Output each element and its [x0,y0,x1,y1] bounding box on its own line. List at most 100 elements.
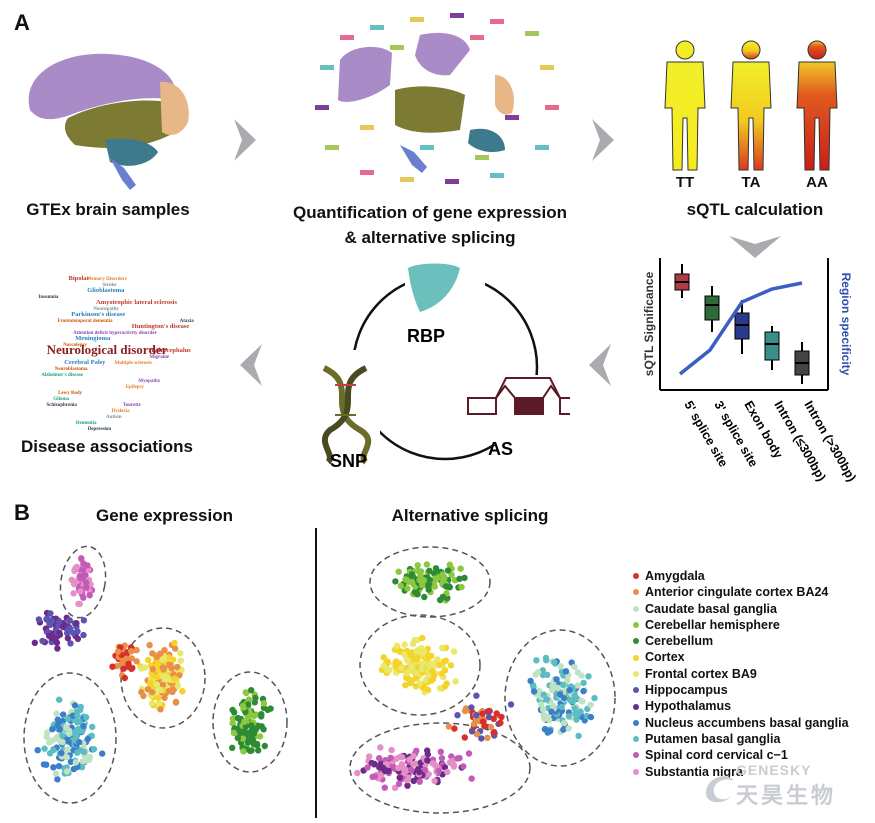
scatter-point [231,709,238,716]
word-cloud-word: Meningioma [75,335,111,342]
scatter-point [573,716,580,723]
word-cloud-word: Memory Disorders [87,277,127,282]
scatter-point [159,681,167,688]
scatter-point [490,715,497,722]
word-cloud-word: Frontotemporal dementia [58,319,114,324]
scatter-point [53,639,61,646]
scatter-point [245,696,253,703]
scatter-point [544,729,551,736]
splicing-diagram [467,377,570,415]
legend-label: Anterior cingulate cortex BA24 [645,585,829,600]
scatter-point [424,747,431,754]
scatter-point [248,687,255,694]
scatter-point [539,706,547,713]
scatter-point [63,768,71,775]
chevron-right-icon [234,119,256,161]
legend-label: Spinal cord cervical c−1 [645,748,788,763]
scatter-point [414,591,421,598]
scatter-point [128,648,135,655]
scatter-point [121,674,128,682]
scatter-point [72,759,80,766]
scatter-point [149,665,156,673]
scatter-point [149,689,156,696]
scatter-point [90,746,98,753]
scatter-point [79,758,87,765]
scatter-point [498,713,505,721]
legend-item: Hippocampus [633,682,849,698]
scatter-point [159,664,167,671]
scatter-point [249,736,256,743]
scatter-point [138,688,145,696]
scatter-point [157,706,164,713]
scatter-point [465,750,473,757]
scatter-point [109,663,116,670]
scatter-point [431,777,438,785]
scatter-point [77,575,84,582]
legend-item: Cortex [633,649,849,665]
scatter-point [86,592,93,599]
scatter-point [174,663,181,671]
rbp-shape [408,263,460,312]
scatter-point [243,689,250,697]
scatter-point [580,687,587,695]
scatter-point [408,571,416,578]
scatter-point [473,692,480,699]
scatter-point [74,749,81,756]
puzzle-illustration [315,13,559,184]
scatter-point [397,582,404,590]
scatter-point [428,677,435,684]
scatter-point [380,662,387,670]
scatter-point [172,698,180,705]
panel-b-letter: B [14,500,30,525]
scatter-point [45,632,53,640]
legend-label: Nucleus accumbens basal ganglia [645,715,849,730]
scatter-point [366,753,373,760]
legend-dot [633,752,639,759]
word-cloud-word: Amyotrophic lateral sclerosis [96,299,177,306]
scatter-point [229,744,236,751]
word-cloud-word: Schizophrenia [46,403,77,408]
legend-item: Nucleus accumbens basal ganglia [633,715,849,731]
scatter-point [153,681,160,688]
legend-label: Putamen basal ganglia [645,731,781,746]
scatter-point [54,645,61,652]
scatter-point [80,617,88,624]
scatter-point [241,727,248,735]
word-cloud-word: Attention deficit hyperactivity disorder [73,331,158,336]
scatter-point [539,671,547,679]
chevron-left-icon [240,344,262,386]
panel-a-letter: A [14,10,30,35]
scatter-point [538,701,545,708]
scatter-point [448,571,455,579]
legend-label: Amygdala [645,569,705,583]
word-cloud-word: Glioblastoma [87,287,125,294]
box-exon [734,300,750,354]
chart-y2label: Region specificity [839,273,853,376]
scatter-point [457,565,464,572]
scatter-point [571,692,578,699]
scatter-point [410,761,417,768]
scatter-point [392,658,400,665]
scatter-point [408,766,415,773]
box-intron-short [764,326,780,370]
word-cloud-word: Multiple sclerosis [115,361,152,366]
scatter-point [411,637,418,644]
legend-dot [633,605,639,612]
box-intron-long [794,342,810,384]
scatter-point [548,708,555,715]
scatter-point [133,658,140,665]
legend-item: Caudate basal ganglia [633,601,849,617]
scatter-point [468,775,475,782]
scatter-point [67,640,74,647]
legend-item: Putamen basal ganglia [633,731,849,747]
legend-dot [633,589,639,596]
word-cloud-word: Lewy Body [58,391,83,396]
scatter-point [553,676,560,683]
chevron-down-icon [729,236,781,258]
scatter-point [395,780,403,788]
box-3ss [704,286,720,332]
scatter-point [575,732,582,740]
scatter-point [260,726,267,733]
scatter-point [424,655,431,662]
scatter-point [439,593,447,601]
